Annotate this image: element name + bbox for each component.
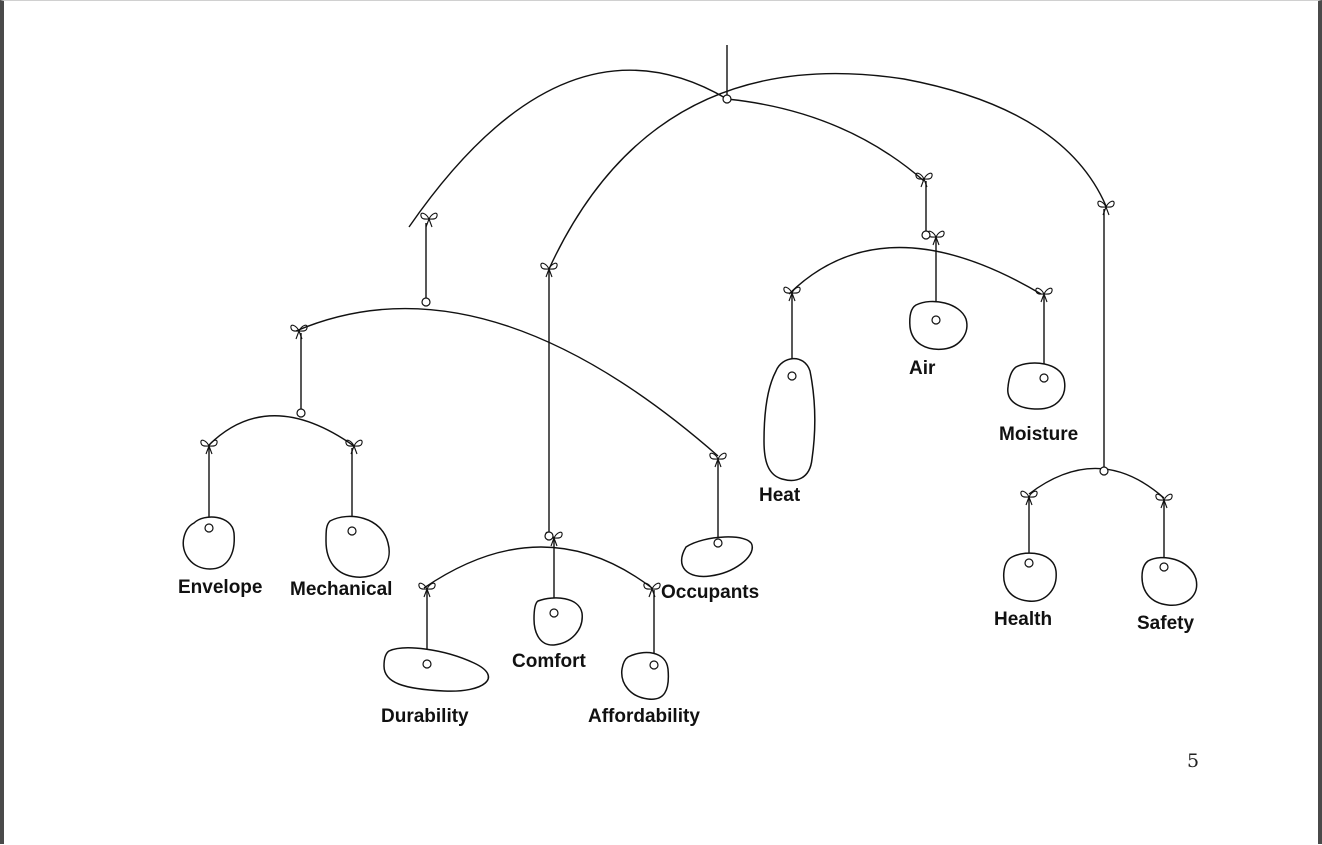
bow-icon <box>1097 200 1115 216</box>
bow-icon <box>420 212 438 228</box>
label-affordability: Affordability <box>588 706 700 727</box>
safety-weight <box>1141 556 1198 606</box>
junction-ring <box>1039 373 1049 383</box>
label-comfort: Comfort <box>512 651 587 672</box>
junction-ring <box>296 408 306 418</box>
top-right-arc <box>548 72 1107 270</box>
label-occupants: Occupants <box>661 582 759 603</box>
label-air: Air <box>909 358 936 379</box>
junction-ring <box>921 230 931 240</box>
label-heat: Heat <box>759 485 801 506</box>
health-weight <box>1002 552 1057 602</box>
envelope-mechanical-arc <box>208 415 355 447</box>
bow-icon <box>643 582 661 598</box>
occupants-weight <box>680 536 753 578</box>
junction-ring <box>422 659 432 669</box>
comfort-weight <box>533 597 583 646</box>
durability-weight <box>383 647 490 692</box>
mechanical-weight <box>325 515 390 578</box>
junction-ring <box>347 526 357 536</box>
label-health: Health <box>994 609 1052 630</box>
junction-ring <box>1099 466 1109 476</box>
junction-ring <box>1159 562 1169 572</box>
page-number: 5 <box>1187 750 1200 772</box>
label-mechanical: Mechanical <box>290 579 392 600</box>
mobile-diagram: Envelope Mechanical Occupants Durability… <box>178 45 1198 727</box>
junction-ring <box>713 538 723 548</box>
junction-ring <box>421 297 431 307</box>
label-moisture: Moisture <box>999 424 1078 445</box>
junction-ring <box>544 531 554 541</box>
heat-air-moisture-arc <box>788 246 1042 295</box>
junction-ring <box>931 315 941 325</box>
comfort-group-arc <box>423 546 653 589</box>
affordability-weight <box>621 651 670 700</box>
moisture-weight <box>1007 362 1066 410</box>
top-left-arc <box>408 69 925 228</box>
junction-ring <box>722 94 732 104</box>
junction-ring <box>1024 558 1034 568</box>
building-arc <box>295 307 719 457</box>
junction-ring <box>549 608 559 618</box>
junction-ring <box>787 371 797 381</box>
label-safety: Safety <box>1137 613 1194 634</box>
health-safety-arc <box>1028 467 1165 499</box>
heat-weight <box>763 357 816 482</box>
junction-ring <box>649 660 659 670</box>
label-durability: Durability <box>381 706 469 727</box>
envelope-weight <box>182 516 235 570</box>
air-weight <box>909 300 968 351</box>
junction-ring <box>204 523 214 533</box>
label-envelope: Envelope <box>178 577 262 598</box>
